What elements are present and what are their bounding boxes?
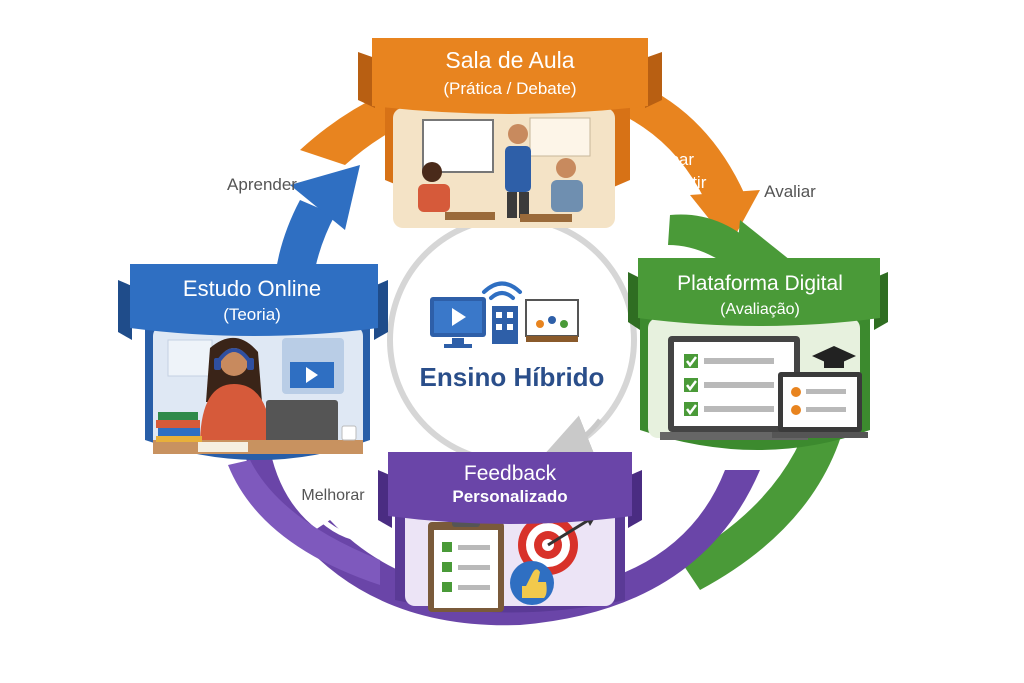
wifi-icon bbox=[482, 281, 522, 300]
connector-apply: Aplicar & Discutir bbox=[634, 150, 707, 192]
center-hub: Ensino Híbrido bbox=[387, 215, 637, 465]
monitor-play-icon bbox=[430, 297, 486, 348]
building-icon bbox=[492, 306, 518, 344]
stage-online: Estudo Online (Teoria) bbox=[118, 264, 388, 460]
connector-improve: Melhorar bbox=[301, 487, 365, 504]
digital-title: Plataforma Digital bbox=[677, 272, 843, 295]
classroom-screen-icon bbox=[525, 299, 579, 342]
online-title: Estudo Online bbox=[183, 276, 321, 301]
connector-apply-line2: & Discutir bbox=[634, 173, 707, 192]
headphones-icon bbox=[214, 348, 254, 370]
target-icon bbox=[518, 514, 596, 575]
checklist-icon bbox=[684, 354, 774, 416]
graduation-cap-icon bbox=[812, 346, 856, 368]
classroom-subtitle: (Prática / Debate) bbox=[443, 79, 576, 98]
thumbs-up-icon bbox=[510, 561, 554, 605]
improve-arrow bbox=[320, 518, 386, 550]
stage-digital: Plataforma Digital (Avaliação) bbox=[628, 258, 888, 450]
connector-evaluate: Avaliar bbox=[764, 182, 816, 201]
coffee-cup-icon bbox=[341, 425, 357, 441]
feedback-title: Feedback bbox=[464, 462, 557, 485]
clipboard-icon bbox=[428, 515, 504, 612]
online-subtitle: (Teoria) bbox=[223, 305, 281, 324]
stage-feedback: Feedback Personalizado bbox=[378, 452, 642, 613]
feedback-subtitle: Personalizado bbox=[452, 487, 567, 506]
connector-learn: Aprender bbox=[227, 175, 297, 194]
classroom-title: Sala de Aula bbox=[445, 47, 574, 73]
stage-classroom: Sala de Aula (Prática / Debate) bbox=[358, 38, 662, 228]
connector-apply-line1: Aplicar bbox=[642, 150, 694, 169]
books-icon bbox=[156, 412, 202, 442]
digital-subtitle: (Avaliação) bbox=[720, 301, 800, 318]
center-title: Ensino Híbrido bbox=[420, 362, 605, 392]
